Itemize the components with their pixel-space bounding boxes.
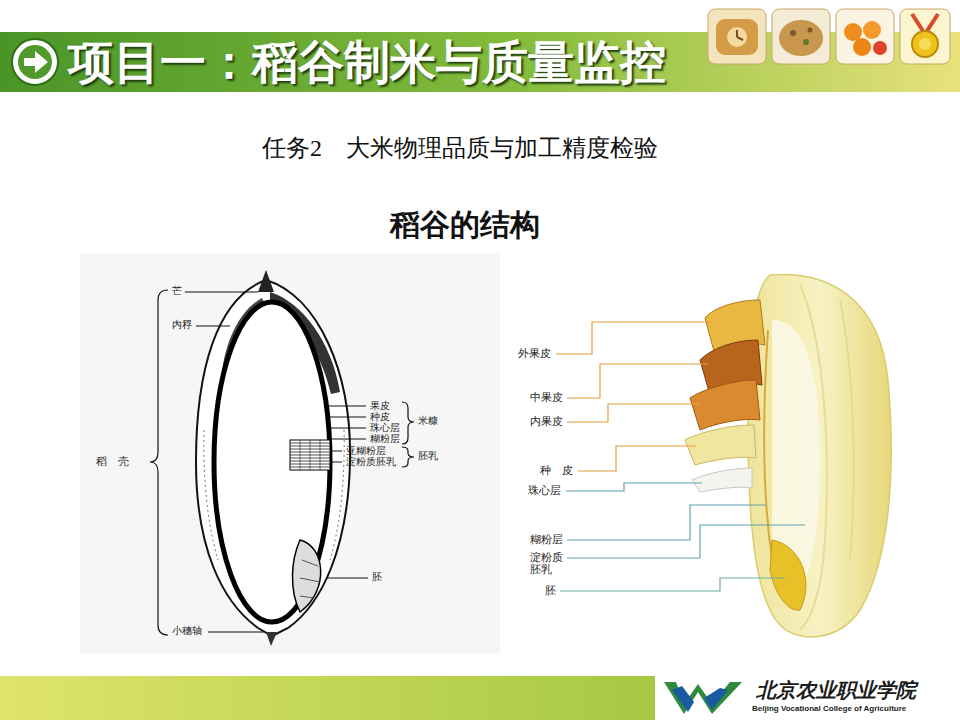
food-photos [836, 9, 894, 64]
section-drawing [290, 440, 330, 470]
part-label: 亚糊粉层 [346, 446, 386, 456]
task-heading: 任务2 大米物理品质与加工精度检验 [262, 136, 658, 160]
food-photos [900, 9, 950, 64]
food-photos [919, 38, 931, 50]
header-title: 项目一：稻谷制米与质量监控 [68, 39, 960, 85]
food-photos [772, 9, 830, 64]
grain-drawing [770, 540, 806, 610]
header-band-art [24, 51, 48, 73]
group-label: 胚乳 [418, 451, 438, 461]
footer-band [0, 676, 655, 720]
food-photos [873, 41, 887, 55]
part-label: 种皮 [370, 412, 390, 422]
part-label: 淀粉质胚乳 [346, 457, 396, 467]
header-band-art [12, 39, 58, 85]
leader-lines [567, 364, 708, 398]
food-photos [727, 27, 747, 47]
part-label: 小穗轴 [172, 626, 202, 636]
section-drawing [214, 302, 330, 622]
logo-text: Beijing Vocational College of Agricultur… [752, 705, 906, 713]
leader-lines [567, 525, 805, 558]
part-label: 内果皮 [530, 416, 563, 427]
part-label: 芒 [172, 286, 182, 296]
section-drawing [80, 254, 500, 654]
food-photos [708, 9, 766, 64]
section-drawing [300, 560, 320, 598]
part-label: 稻 壳 [96, 456, 129, 467]
leader-lines [326, 578, 368, 579]
part-label: 内稃 [172, 320, 192, 330]
leader-lines [556, 322, 805, 591]
grain-drawing [748, 274, 891, 637]
header-band-art [18, 45, 52, 79]
part-label: 外果皮 [518, 348, 551, 359]
part-label: 胚 [545, 585, 556, 596]
food-photos [808, 28, 813, 33]
section-drawing [80, 254, 500, 654]
logo-text: 北京农业职业学院 [756, 680, 916, 700]
leader-lines [329, 417, 366, 418]
leader-lines [330, 462, 342, 463]
grain-drawing [685, 425, 756, 465]
grain-drawing [685, 274, 891, 637]
leader-lines [566, 483, 702, 491]
part-label: 糊粉层 [530, 534, 563, 545]
leader-lines [185, 292, 258, 293]
food-photos [912, 31, 938, 57]
grain-drawing [840, 300, 854, 560]
brackets [402, 402, 414, 444]
food-photos [779, 20, 823, 56]
leader-lines [196, 326, 230, 327]
footer-band [704, 688, 728, 710]
part-label: 中果皮 [530, 392, 563, 403]
part-label: 胚 [372, 572, 382, 582]
leader-lines [560, 578, 785, 591]
section-drawing [196, 280, 350, 636]
part-label: 果皮 [370, 401, 390, 411]
part-label: 珠心层 [528, 485, 561, 496]
food-photos [803, 39, 809, 45]
brackets [402, 447, 414, 467]
leader-lines [327, 406, 366, 407]
footer-band [664, 682, 742, 714]
brackets [150, 290, 414, 635]
leader-lines [556, 322, 712, 354]
food-photos [863, 21, 881, 39]
section-drawing [292, 540, 320, 612]
food-photos [716, 19, 758, 55]
leader-lines [208, 632, 264, 633]
leader-lines [330, 451, 342, 452]
part-label: 种 皮 [540, 465, 573, 476]
slide-title: 稻谷的结构 [390, 210, 540, 240]
leader-lines [330, 428, 366, 429]
grain-drawing [690, 380, 760, 430]
leader-lines [330, 439, 366, 440]
group-label: 米糠 [418, 416, 438, 426]
food-photos [790, 30, 796, 36]
part-label: 珠心层 [370, 423, 400, 433]
footer-band [672, 686, 694, 712]
leader-lines [578, 446, 696, 471]
leader-lines [185, 292, 368, 632]
leader-lines [567, 404, 700, 422]
brackets [150, 290, 168, 635]
food-photos [853, 38, 871, 56]
food-photos [737, 30, 743, 40]
food-photos [708, 9, 950, 64]
food-photos [844, 23, 862, 41]
part-label: 糊粉层 [370, 434, 400, 444]
section-drawing [300, 440, 320, 470]
grain-drawing [692, 468, 752, 492]
part-label: 淀粉质 胚乳 [530, 551, 566, 575]
header-band: 项目一：稻谷制米与质量监控 [0, 32, 960, 92]
leader-lines [567, 505, 766, 540]
section-drawing [266, 632, 277, 646]
footer-band [0, 676, 742, 720]
section-drawing [258, 270, 274, 292]
